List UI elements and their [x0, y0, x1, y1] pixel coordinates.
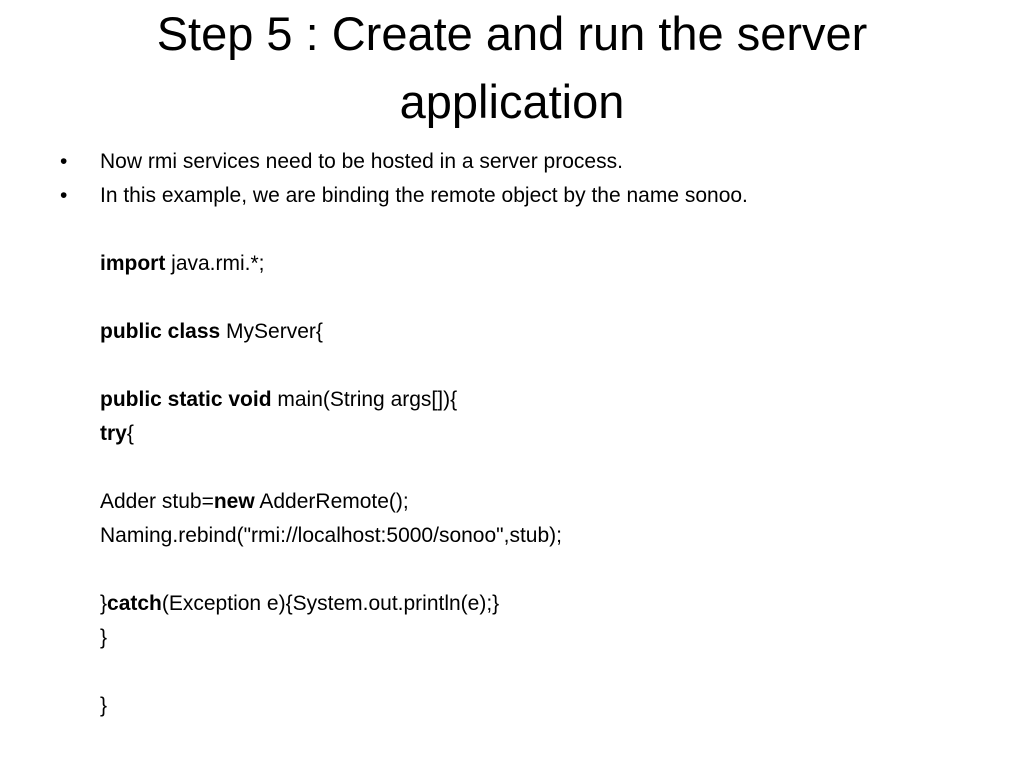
code-blank-line: [100, 655, 1000, 689]
code-line: public class MyServer{: [100, 315, 1000, 349]
code-line: public static void main(String args[]){: [100, 383, 1000, 417]
bullet-icon: •: [60, 184, 68, 207]
code-text: java.rmi.*;: [165, 252, 265, 275]
code-line: }: [100, 689, 1000, 723]
code-keyword: new: [213, 490, 255, 513]
bullet-item: • In this example, we are binding the re…: [60, 179, 1000, 213]
slide-title: Step 5 : Create and run the server appli…: [156, 7, 868, 128]
code-text: }: [100, 694, 108, 717]
code-text: (Exception e){System.out.println(e);}: [161, 592, 500, 615]
code-text: }: [100, 626, 108, 649]
bullet-text: Now rmi services need to be hosted in a …: [100, 150, 623, 173]
code-block: import java.rmi.*; public class MyServer{…: [100, 247, 1000, 723]
code-line: Naming.rebind("rmi://localhost:5000/sono…: [100, 519, 1000, 553]
code-blank-line: [100, 349, 1000, 383]
code-text: MyServer{: [220, 320, 323, 343]
code-keyword: public class: [100, 320, 221, 343]
code-line: }: [100, 621, 1000, 655]
code-blank-line: [100, 553, 1000, 587]
code-keyword: import: [100, 252, 166, 275]
bullet-text: In this example, we are binding the remo…: [100, 184, 748, 207]
code-blank-line: [100, 281, 1000, 315]
code-line: import java.rmi.*;: [100, 247, 1000, 281]
code-blank-line: [100, 451, 1000, 485]
code-text: Naming.rebind("rmi://localhost:5000/sono…: [100, 524, 562, 547]
code-text: {: [126, 422, 134, 445]
code-text: AdderRemote();: [254, 490, 409, 513]
bullet-list: • Now rmi services need to be hosted in …: [60, 145, 1000, 213]
bullet-icon: •: [60, 150, 68, 173]
code-text: Adder stub=: [100, 490, 214, 513]
code-keyword: public static void: [100, 388, 272, 411]
code-keyword: catch: [107, 592, 162, 615]
bullet-item: • Now rmi services need to be hosted in …: [60, 145, 1000, 179]
code-keyword: try: [100, 422, 127, 445]
code-text: main(String args[]){: [271, 388, 458, 411]
code-text: }: [100, 592, 108, 615]
code-line: }catch(Exception e){System.out.println(e…: [100, 587, 1000, 621]
code-line: try{: [100, 417, 1000, 451]
code-line: Adder stub=new AdderRemote();: [100, 485, 1000, 519]
